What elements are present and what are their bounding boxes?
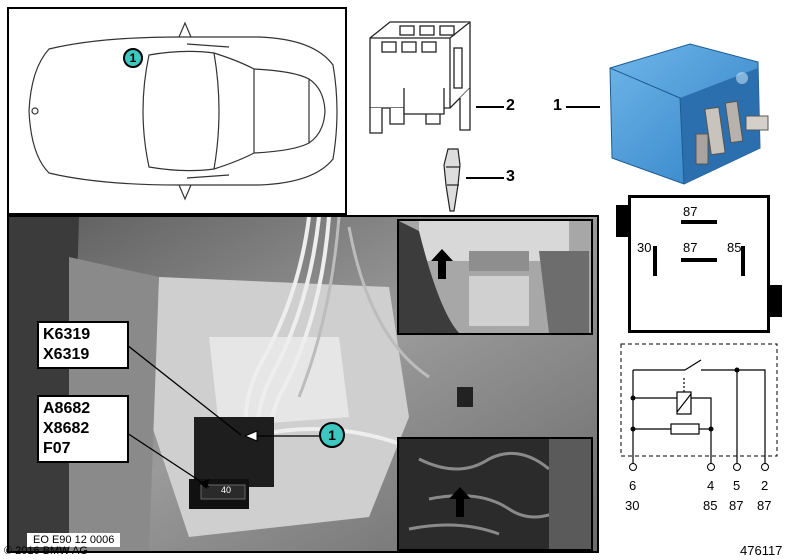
code-x8682: X8682	[43, 420, 90, 437]
pin-label-right: 85	[727, 240, 742, 255]
photo-leader-lines	[126, 344, 319, 489]
code-x6319: X6319	[43, 346, 90, 363]
pin-6-terminal: 30	[625, 498, 640, 513]
vehicle-location-panel: 1	[7, 7, 347, 215]
code-box-relay: K6319 X6319	[37, 321, 129, 369]
installation-photo-panel: K6319 X6319 A8682 X8682 F07 40 1 EO E90 …	[7, 215, 599, 553]
copyright-text: © 2016 BMW AG	[4, 545, 88, 557]
relay-label: 1	[553, 97, 562, 114]
terminal-leader-line	[466, 177, 504, 179]
diagram-id: 476117	[740, 543, 783, 558]
socket-leader-line	[476, 106, 504, 108]
relay-circuit-schematic	[620, 343, 778, 471]
socket-label: 2	[506, 97, 515, 114]
code-f07: F07	[43, 440, 71, 457]
pin-blade-center	[681, 258, 717, 262]
pin-blade-right	[741, 246, 745, 276]
terminal-label: 3	[506, 168, 515, 185]
pin-6-number: 6	[629, 478, 637, 493]
relay-face-tab-right	[770, 285, 782, 317]
relay-photo	[609, 43, 769, 185]
photo-callout-1: 1	[319, 422, 345, 448]
pin-2-number: 2	[761, 478, 769, 493]
location-callout-1: 1	[123, 48, 143, 68]
relay-face-tab-left	[616, 205, 628, 237]
pin-4-number: 4	[707, 478, 715, 493]
fuse-value-text: 40	[221, 485, 232, 495]
code-k6319: K6319	[43, 326, 91, 343]
car-outline-drawing	[28, 21, 338, 201]
relay-leader-line	[566, 106, 600, 108]
pin-label-left: 30	[637, 240, 652, 255]
code-box-fuse: A8682 X8682 F07	[37, 395, 129, 463]
inset-bottom-arrow-icon	[449, 487, 471, 517]
pin-label-top: 87	[683, 204, 698, 219]
pin-5-terminal: 87	[729, 498, 744, 513]
code-a8682: A8682	[43, 400, 91, 417]
inset-photo-top	[397, 219, 593, 335]
relay-socket-drawing	[369, 21, 471, 134]
pin-label-center: 87	[683, 240, 698, 255]
pin-4-terminal: 85	[703, 498, 718, 513]
inset-top-arrow-icon	[431, 249, 453, 279]
pin-2-terminal: 87	[757, 498, 772, 513]
engine-bay-photo	[9, 217, 597, 551]
inset-photo-bottom	[397, 437, 593, 551]
pin-blade-top	[681, 220, 717, 224]
image-code-label: EO E90 12 0006	[27, 533, 121, 547]
terminal-drawing	[443, 148, 461, 212]
relay-pin-face: 87 30 87 85	[628, 195, 770, 333]
pin-blade-left	[653, 246, 657, 276]
pin-5-number: 5	[733, 478, 741, 493]
